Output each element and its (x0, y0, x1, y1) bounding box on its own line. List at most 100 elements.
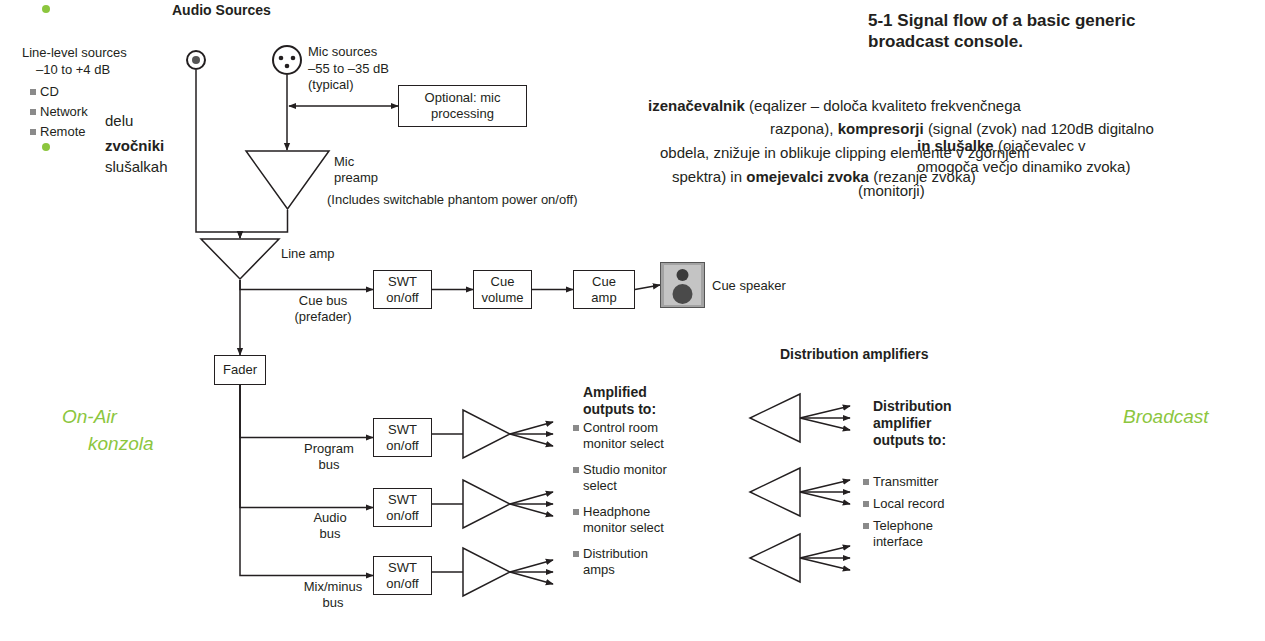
annotation-text: (eqalizer – določa kvaliteto frekvenčneg… (749, 97, 1021, 115)
annotation-text: zvočniki (105, 137, 164, 155)
output-amplifiers (430, 410, 553, 596)
signal-line (289, 105, 398, 107)
bus-label: Program bus (297, 441, 361, 472)
process-box: Cue volume (473, 270, 532, 309)
annotation-text: On-Air (62, 406, 117, 429)
speaker-tweeter (677, 269, 689, 281)
bus-label: Audio bus (304, 510, 356, 541)
annotation-text: (ojačevalec v (998, 137, 1086, 155)
amplifier-triangle: Line amp (200, 238, 280, 280)
box-label: SWT on/off (378, 560, 427, 591)
mic-input-connector-shape (272, 45, 302, 75)
amplifier-triangle-shape (200, 238, 280, 280)
annotation-text: omogoča večjo dinamiko zvoka) (917, 158, 1130, 176)
text-line: razpona), kompresorji(signal (zvok) nad 1… (770, 120, 1154, 138)
annotation-text: Remote (40, 124, 86, 140)
annotation-text: in slušalke (917, 137, 994, 155)
box-label: Fader (223, 362, 257, 378)
speaker-cabinet (661, 263, 705, 308)
annotation-text: slušalkah (105, 158, 168, 176)
annotation-text: izenačevalnik (648, 97, 745, 115)
node-label: (Includes switchable phantom power on/of… (327, 192, 578, 208)
bullet-dot (42, 143, 50, 151)
node-label: –10 to +4 dB (36, 62, 110, 78)
box-label: SWT on/off (378, 492, 427, 523)
box-label: SWT on/off (378, 274, 427, 305)
node-label: Line-level sources (22, 45, 127, 61)
signal-line (240, 385, 373, 576)
mic-input-connector: Mic sources–55 to –35 dB (typical) (272, 45, 302, 75)
xlr-pin (291, 56, 296, 61)
process-box: Optional: mic processing (398, 85, 527, 127)
distribution-amplifiers (750, 394, 850, 582)
signal-line (240, 385, 373, 508)
bullet-dot (42, 5, 50, 13)
signal-line (432, 289, 473, 291)
annotation-text: Headphone monitor select (583, 504, 683, 535)
text-line: in slušalke(ojačevalec v (917, 137, 1086, 155)
signal-line (240, 210, 288, 238)
signal-line (532, 289, 573, 291)
annotation-text: omejevalci zvoka (746, 168, 869, 186)
signal-line (196, 70, 240, 238)
annotation-text: Studio monitor select (583, 462, 683, 493)
cue-speaker-shape (660, 262, 705, 308)
signal-line (240, 280, 373, 290)
bus-label: Mix/minus bus (294, 579, 372, 610)
signal-line (286, 75, 288, 150)
annotation-text: Control room monitor select (583, 420, 693, 451)
node-label: Cue speaker (712, 278, 786, 294)
annotation-text: Transmitter (873, 474, 938, 490)
box-label: Cue volume (478, 274, 527, 305)
triangle-outline (246, 151, 329, 209)
annotation-text: konzola (88, 433, 154, 456)
figure-title: 5-1 Signal flow of a basic generic broad… (868, 10, 1136, 53)
annotation-text: CD (40, 84, 59, 100)
bus-label: Cue bus (prefader) (283, 293, 363, 324)
xlr-ring (273, 46, 301, 74)
annotation-text: Local record (873, 496, 945, 512)
annotation-text: Broadcast (1123, 406, 1209, 429)
cue-speaker: Cue speaker (660, 262, 705, 308)
line-input-jack-shape (186, 50, 206, 70)
process-box: SWT on/off (373, 270, 432, 309)
annotation-text: Audio Sources (172, 2, 271, 19)
signal-line (240, 385, 373, 438)
process-box: Cue amp (573, 270, 635, 309)
node-label: Mic preamp (334, 154, 386, 185)
signal-line (635, 285, 660, 290)
annotation-text: Distribution amplifier outputs to: (873, 398, 973, 448)
amplifier-triangle-shape (245, 150, 330, 210)
process-box: SWT on/off (373, 488, 432, 527)
annotation-text: spektra) in (672, 168, 742, 186)
process-box: SWT on/off (373, 556, 432, 595)
node-label: Mic sources (308, 44, 377, 60)
text-line: izenačevalnik(eqalizer – določa kvalitet… (648, 97, 1021, 115)
xlr-pin (279, 56, 284, 61)
xlr-pin (285, 64, 290, 69)
annotation-text: Amplified outputs to: (583, 384, 678, 418)
line-input-jack: Line-level sources–10 to +4 dB (186, 50, 206, 70)
node-label: –55 to –35 dB (typical) (308, 61, 408, 92)
annotation-text: razpona), (770, 120, 833, 138)
annotation-text: (signal (zvok) nad 120dB digitalno (928, 120, 1154, 138)
annotation-text: Network (40, 104, 88, 120)
jack-ring (187, 51, 205, 69)
triangle-outline (201, 239, 279, 279)
process-box: Fader (214, 355, 266, 385)
annotation-text: (monitorji) (858, 182, 925, 200)
annotation-text: Distribution amps (583, 546, 683, 577)
signal-line (239, 280, 241, 355)
box-label: SWT on/off (378, 422, 427, 453)
speaker-woofer (673, 284, 693, 304)
box-label: Optional: mic processing (403, 90, 522, 121)
annotation-text: delu (105, 112, 133, 130)
jack-center (192, 56, 200, 64)
amplifier-triangle: Mic preamp(Includes switchable phantom p… (245, 150, 330, 210)
annotation-text: Distribution amplifiers (780, 346, 929, 363)
annotation-text: Telephone interface (873, 518, 963, 549)
annotation-text: kompresorji (838, 120, 924, 138)
